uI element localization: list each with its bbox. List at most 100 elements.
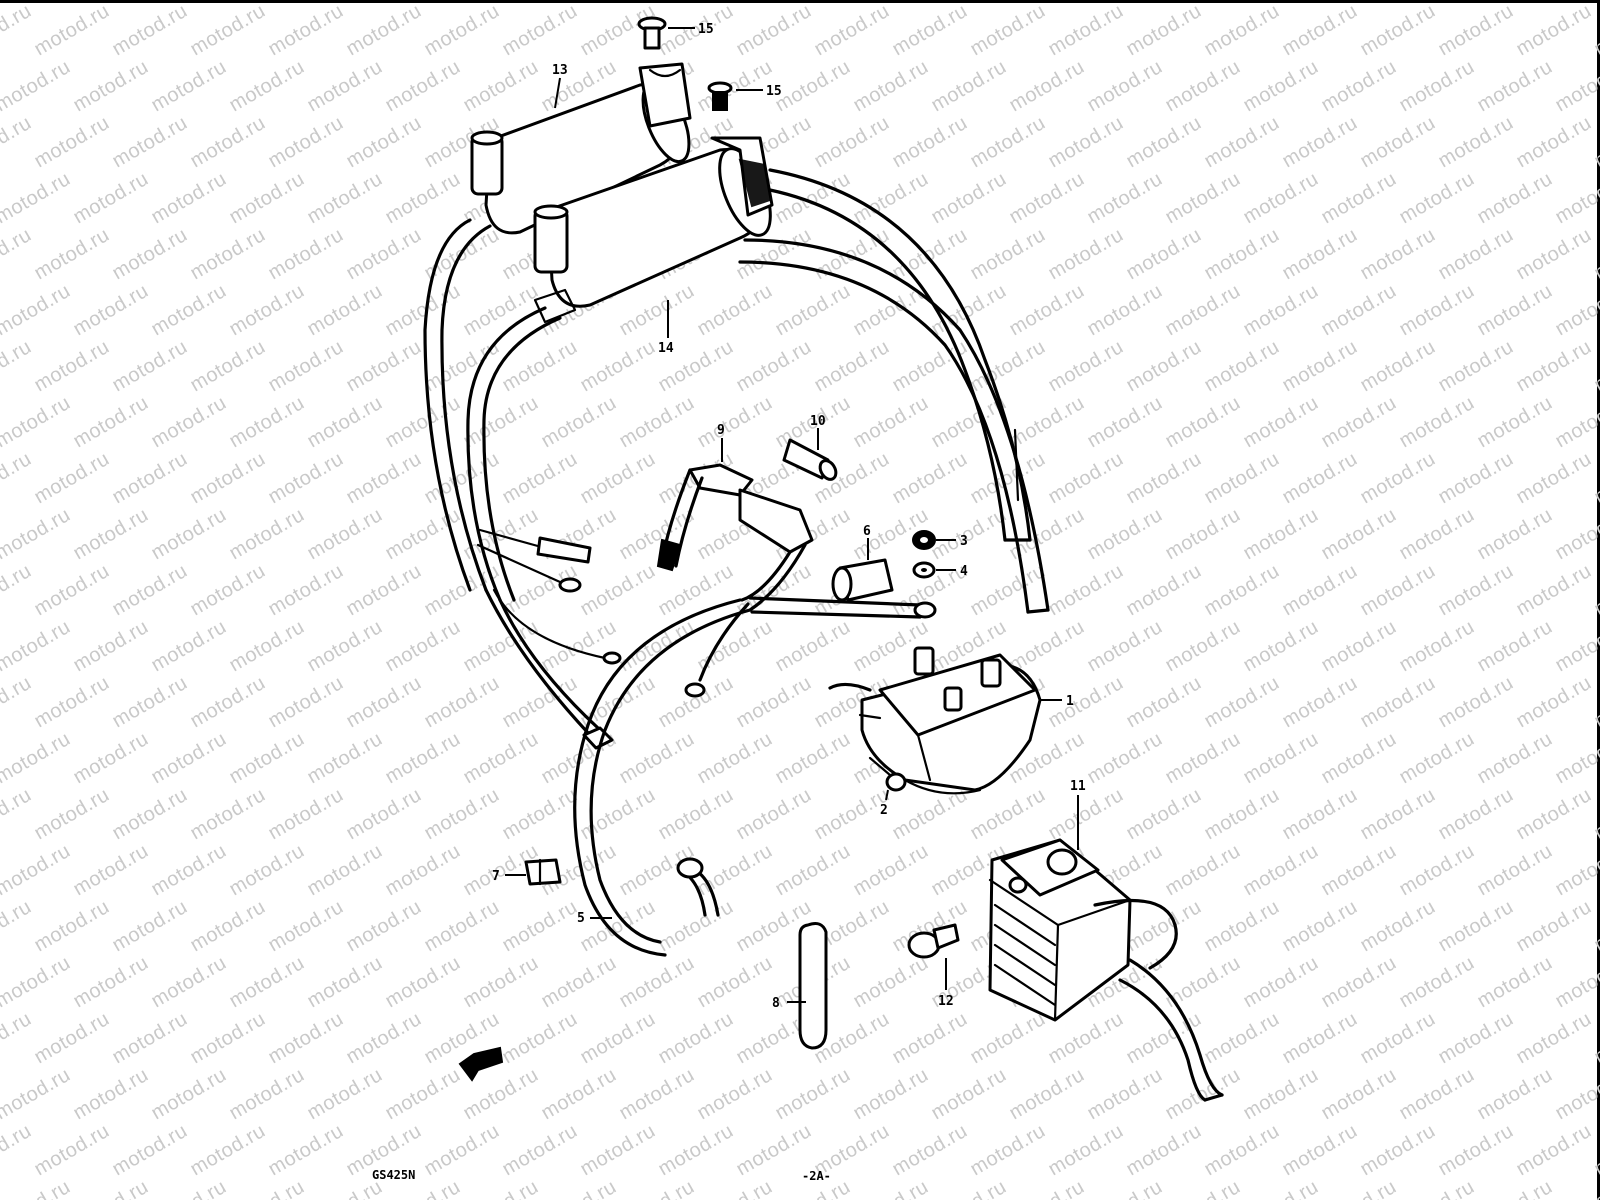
watermark-text: motod.ru [1591, 560, 1600, 621]
screw-15-top[interactable] [637, 16, 667, 50]
watermark-text: motod.ru [460, 392, 543, 453]
watermark-text: motod.ru [148, 504, 231, 565]
screw-12[interactable] [907, 923, 960, 959]
battery-cable-5[interactable] [573, 598, 752, 957]
ignition-coil-14[interactable] [533, 136, 781, 324]
watermark-text: motod.ru [1357, 1120, 1440, 1181]
screw-10[interactable] [782, 438, 839, 482]
watermark-text: motod.ru [1357, 224, 1440, 285]
watermark-text: motod.ru [1318, 168, 1401, 229]
watermark-text: motod.ru [772, 168, 855, 229]
watermark-text: motod.ru [421, 1120, 504, 1181]
watermark-text: motod.ru [265, 1120, 348, 1181]
watermark-text: motod.ru [382, 168, 465, 229]
watermark-text: motod.ru [1162, 1176, 1245, 1200]
watermark-text: motod.ru [265, 336, 348, 397]
watermark-text: motod.ru [1045, 672, 1128, 733]
watermark-text: motod.ru [343, 448, 426, 509]
watermark-text: motod.ru [226, 56, 309, 117]
lead-wire-9[interactable] [656, 463, 814, 612]
watermark-text: motod.ru [1240, 728, 1323, 789]
watermark-text: motod.ru [0, 336, 35, 397]
watermark-text: motod.ru [226, 616, 309, 677]
watermark-text: motod.ru [1318, 840, 1401, 901]
terminal-cap-6[interactable] [831, 558, 894, 602]
watermark-text: motod.ru [850, 1176, 933, 1200]
watermark-text: motod.ru [1318, 1176, 1401, 1200]
watermark-text: motod.ru [31, 448, 114, 509]
watermark-text: motod.ru [1513, 112, 1596, 173]
watermark-text: motod.ru [1201, 0, 1284, 60]
watermark-text: motod.ru [1162, 56, 1245, 117]
watermark-text: motod.ru [1006, 616, 1089, 677]
watermark-text: motod.ru [694, 840, 777, 901]
watermark-text: motod.ru [1162, 728, 1245, 789]
watermark-text: motod.ru [1201, 784, 1284, 845]
watermark-text: motod.ru [1318, 1064, 1401, 1125]
watermark-text: motod.ru [460, 280, 543, 341]
starter-relay-1[interactable] [828, 646, 1042, 795]
watermark-text: motod.ru [70, 1064, 153, 1125]
callout-5: 5 [577, 911, 585, 926]
regulator-rectifier-11[interactable] [988, 838, 1224, 1102]
watermark-text: motod.ru [460, 0, 543, 4]
watermark-text: motod.ru [967, 1120, 1050, 1181]
ignition-coil-13[interactable] [470, 62, 698, 235]
watermark-text: motod.ru [226, 1064, 309, 1125]
watermark-text: motod.ru [1474, 392, 1557, 453]
watermark-text: motod.ru [1591, 0, 1600, 60]
watermark-text: motod.ru [1123, 1120, 1206, 1181]
watermark-text: motod.ru [343, 896, 426, 957]
watermark-text: motod.ru [1396, 280, 1479, 341]
watermark-text: motod.ru [304, 56, 387, 117]
callout-13: 13 [552, 63, 568, 78]
watermark-text: motod.ru [1357, 1008, 1440, 1069]
watermark-text: motod.ru [1279, 784, 1362, 845]
nut-3[interactable] [912, 530, 936, 550]
watermark-text: motod.ru [1357, 448, 1440, 509]
watermark-text: motod.ru [1552, 56, 1600, 117]
watermark-text: motod.ru [928, 504, 1011, 565]
watermark-text: motod.ru [1396, 168, 1479, 229]
screw-15-side[interactable] [707, 81, 733, 111]
watermark-text: motod.ru [1474, 504, 1557, 565]
watermark-text: motod.ru [928, 1176, 1011, 1200]
watermark-text: motod.ru [1435, 896, 1518, 957]
watermark-text: motod.ru [1396, 392, 1479, 453]
watermark-text: motod.ru [1084, 0, 1167, 4]
watermark-text: motod.ru [499, 784, 582, 845]
watermark-text: motod.ru [850, 1064, 933, 1125]
band-8[interactable] [798, 922, 828, 1050]
watermark-text: motod.ru [0, 1176, 74, 1200]
watermark-text: motod.ru [1474, 616, 1557, 677]
watermark-text: motod.ru [1084, 56, 1167, 117]
clamp-7[interactable] [524, 858, 562, 886]
watermark-text: motod.ru [1513, 0, 1596, 60]
watermark-text: motod.ru [1435, 336, 1518, 397]
watermark-text: motod.ru [1279, 1008, 1362, 1069]
watermark-text: motod.ru [928, 168, 1011, 229]
watermark-text: motod.ru [850, 168, 933, 229]
watermark-text: motod.ru [187, 784, 270, 845]
watermark-text: motod.ru [226, 504, 309, 565]
watermark-text: motod.ru [421, 896, 504, 957]
screw-2[interactable] [868, 756, 907, 792]
washer-4[interactable] [912, 561, 936, 579]
watermark-text: motod.ru [1279, 336, 1362, 397]
watermark-text: motod.ru [187, 0, 270, 60]
watermark-text: motod.ru [304, 952, 387, 1013]
watermark-text: motod.ru [31, 224, 114, 285]
watermark-text: motod.ru [499, 672, 582, 733]
watermark-text: motod.ru [460, 1176, 543, 1200]
watermark-text: motod.ru [148, 168, 231, 229]
watermark-text: motod.ru [1084, 728, 1167, 789]
watermark-text: motod.ru [772, 616, 855, 677]
watermark-text: motod.ru [1240, 504, 1323, 565]
watermark-text: motod.ru [1552, 168, 1600, 229]
watermark-text: motod.ru [538, 616, 621, 677]
watermark-text: motod.ru [694, 280, 777, 341]
watermark-text: motod.ru [109, 896, 192, 957]
watermark-text: motod.ru [538, 1064, 621, 1125]
watermark-text: motod.ru [1357, 784, 1440, 845]
